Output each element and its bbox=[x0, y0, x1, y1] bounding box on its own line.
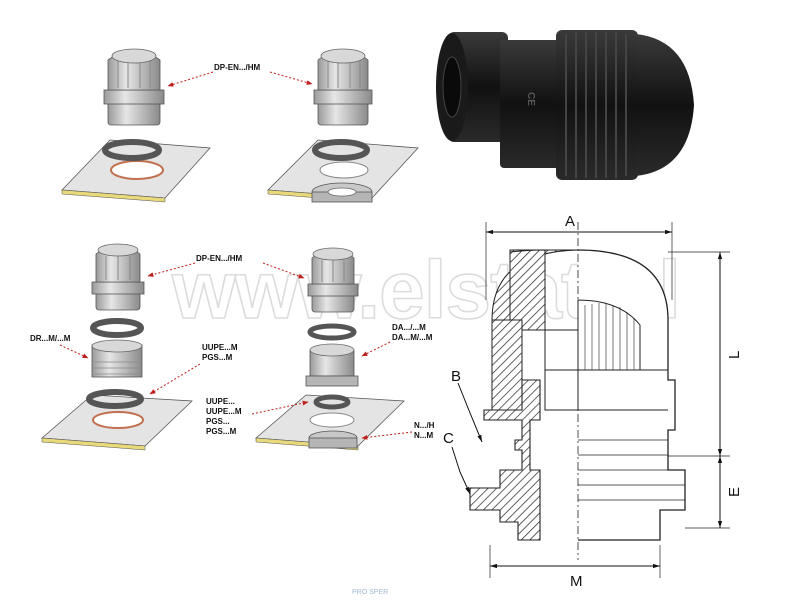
label-da-1: DA.../...M bbox=[392, 323, 426, 332]
assembly-bottom-right bbox=[255, 247, 405, 451]
dimension-label-a: A bbox=[565, 213, 575, 230]
label-uupe-long-2: UUPE...M bbox=[206, 407, 242, 416]
assembly-top-left bbox=[61, 48, 211, 203]
label-uupe-long-4: PGS...M bbox=[206, 427, 237, 436]
assembly-bottom-left bbox=[41, 243, 193, 451]
label-uupe-short-1: UUPE...M bbox=[202, 343, 238, 352]
footer-logo: PRO SPER bbox=[352, 589, 388, 596]
label-da-2: DA...M/...M bbox=[392, 333, 433, 342]
label-dr: DR...M/...M bbox=[30, 334, 71, 343]
dimension-label-c: C bbox=[443, 430, 454, 447]
technical-drawing bbox=[451, 222, 730, 578]
dimension-label-l: L bbox=[726, 351, 743, 359]
label-dp-en-bottom: DP-EN.../HM bbox=[196, 254, 243, 263]
label-nut-1: N.../H bbox=[414, 421, 435, 430]
label-uupe-long-1: UUPE... bbox=[206, 397, 235, 406]
photo-cable-gland: CE bbox=[436, 30, 694, 180]
dimension-label-e: E bbox=[726, 487, 743, 497]
label-uupe-short-2: PGS...M bbox=[202, 353, 233, 362]
dimension-label-m: M bbox=[570, 573, 583, 590]
label-dp-en-top: DP-EN.../HM bbox=[214, 63, 261, 72]
svg-text:CE: CE bbox=[525, 92, 536, 106]
dimension-label-b: B bbox=[451, 368, 461, 385]
assembly-top-right bbox=[267, 48, 419, 203]
label-nut-2: N...M bbox=[414, 431, 433, 440]
label-uupe-long-3: PGS... bbox=[206, 417, 230, 426]
